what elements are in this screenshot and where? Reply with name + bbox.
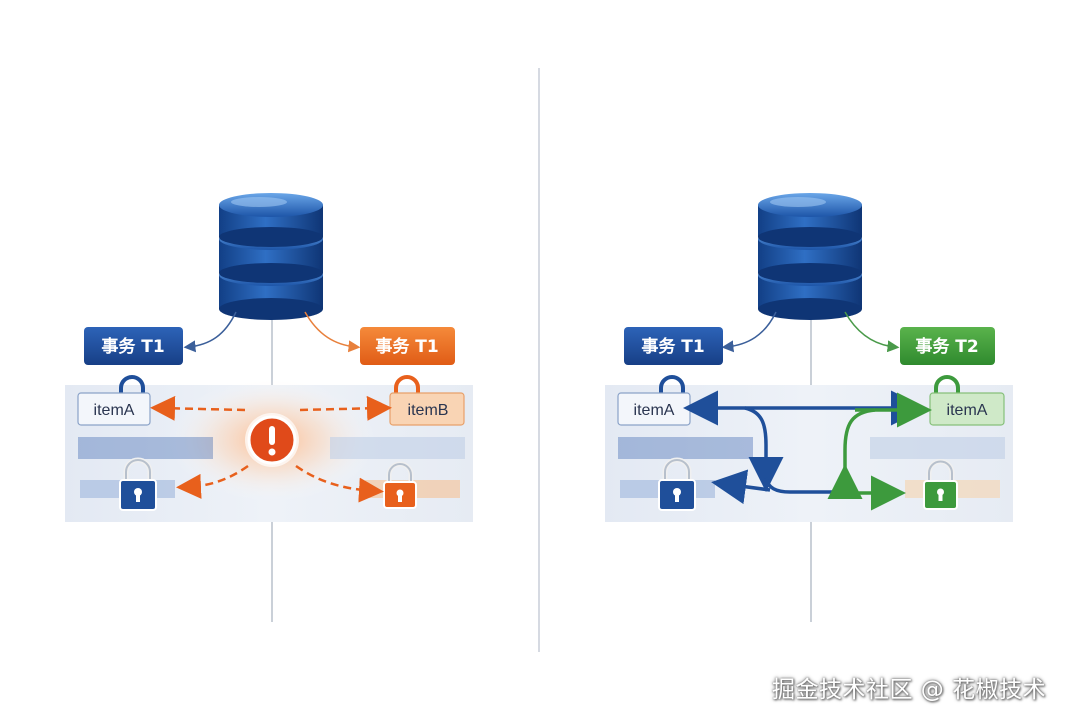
txn-box-t1: 事务 T1 bbox=[624, 327, 723, 365]
conflict-arrow-to-itemB bbox=[299, 395, 392, 421]
item-box-left: itemA bbox=[77, 392, 151, 426]
txn-box-t2: 事务 T2 bbox=[900, 327, 995, 365]
t1-flow-base bbox=[764, 477, 845, 494]
txn-t1-label: 事务 T1 bbox=[641, 336, 704, 357]
lock-icon bbox=[383, 461, 417, 509]
database-icon bbox=[219, 193, 323, 320]
txn-box-right: 事务 T1 bbox=[360, 327, 455, 365]
item-box-right: itemB bbox=[389, 392, 465, 426]
left-placeholder-bar-2 bbox=[330, 437, 465, 459]
right-db-to-t2-connector bbox=[844, 311, 900, 353]
watermark-text: 掘金技术社区 @ 花椒技术 bbox=[772, 677, 1047, 703]
txn-box-left: 事务 T1 bbox=[84, 327, 183, 365]
item-box-t1: itemA bbox=[617, 392, 691, 426]
t1-flow-to-lock bbox=[711, 469, 771, 505]
lock-icon bbox=[658, 457, 696, 511]
item-t2-label: itemA bbox=[947, 402, 988, 419]
right-panel: 事务 T1 事务 T2 itemA itemA bbox=[605, 193, 1013, 622]
conflict-arrow-to-lock-left bbox=[176, 464, 249, 499]
shackle-left-top bbox=[119, 375, 145, 396]
shackle-right-top bbox=[394, 375, 420, 396]
item-box-t2: itemA bbox=[929, 392, 1005, 426]
item-right-label: itemB bbox=[408, 402, 449, 419]
conflict-arrow-to-lock-right bbox=[295, 464, 384, 503]
shackle-t1-top bbox=[659, 375, 685, 396]
left-db-to-t1-connector bbox=[183, 311, 237, 353]
lock-icon bbox=[119, 457, 157, 511]
lock-icon bbox=[923, 459, 958, 510]
conflict-arrow-to-itemA bbox=[150, 395, 246, 421]
right-db-to-t1-connector bbox=[721, 311, 777, 353]
item-t1-label: itemA bbox=[634, 402, 675, 419]
txn-t2-label: 事务 T2 bbox=[915, 336, 978, 357]
txn-left-label: 事务 T1 bbox=[101, 336, 164, 357]
item-left-label: itemA bbox=[94, 402, 135, 419]
shackle-t2-top bbox=[934, 375, 960, 396]
t1-flow-down bbox=[744, 406, 784, 492]
txn-right-label: 事务 T1 bbox=[375, 336, 438, 357]
database-icon bbox=[758, 193, 862, 320]
exclamation-icon bbox=[245, 413, 299, 467]
left-db-to-t1b-connector bbox=[304, 311, 361, 353]
left-placeholder-bar-1 bbox=[78, 437, 213, 459]
right-placeholder-bar-2 bbox=[870, 437, 1005, 459]
left-panel: 事务 T1 事务 T1 itemA itemB bbox=[65, 193, 473, 622]
right-placeholder-bar-1 bbox=[618, 437, 753, 459]
